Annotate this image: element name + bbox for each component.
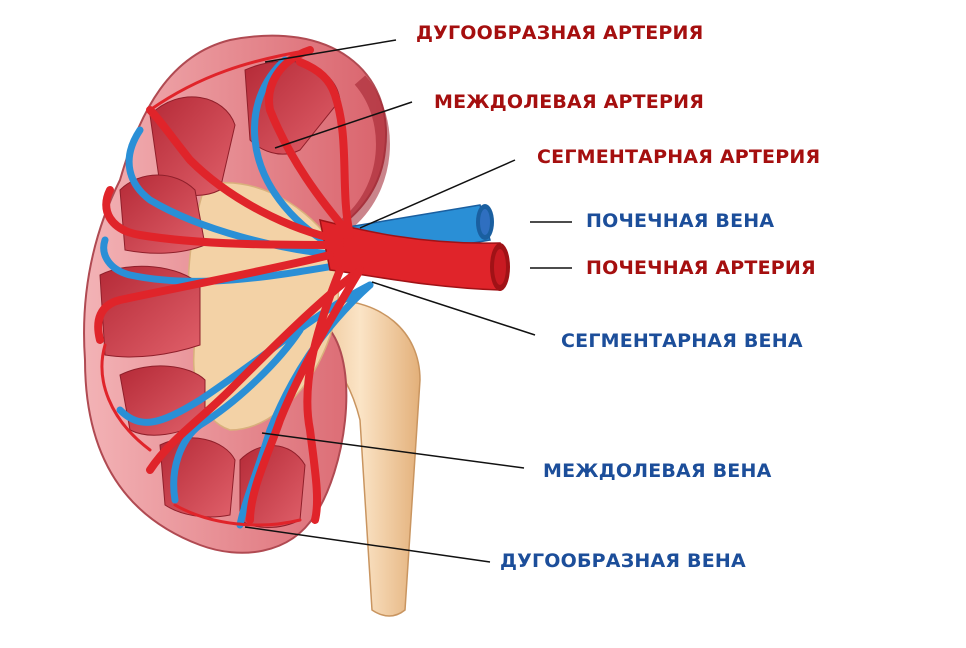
renal-artery-vessel — [319, 218, 510, 291]
label-arcuate-vein: ДУГООБРАЗНАЯ ВЕНА — [500, 550, 746, 572]
label-interlobar-vein: МЕЖДОЛЕВАЯ ВЕНА — [543, 460, 772, 482]
label-renal-artery: ПОЧЕЧНАЯ АРТЕРИЯ — [586, 257, 816, 279]
label-segmental-artery: СЕГМЕНТАРНАЯ АРТЕРИЯ — [537, 146, 821, 168]
label-arcuate-artery: ДУГООБРАЗНАЯ АРТЕРИЯ — [416, 22, 704, 44]
leader-lines — [244, 39, 572, 563]
label-interlobar-artery: МЕЖДОЛЕВАЯ АРТЕРИЯ — [434, 91, 705, 113]
artery-branches — [94, 46, 364, 524]
label-segmental-vein: СЕГМЕНТАРНАЯ ВЕНА — [561, 330, 803, 352]
label-renal-vein: ПОЧЕЧНАЯ ВЕНА — [586, 210, 775, 232]
